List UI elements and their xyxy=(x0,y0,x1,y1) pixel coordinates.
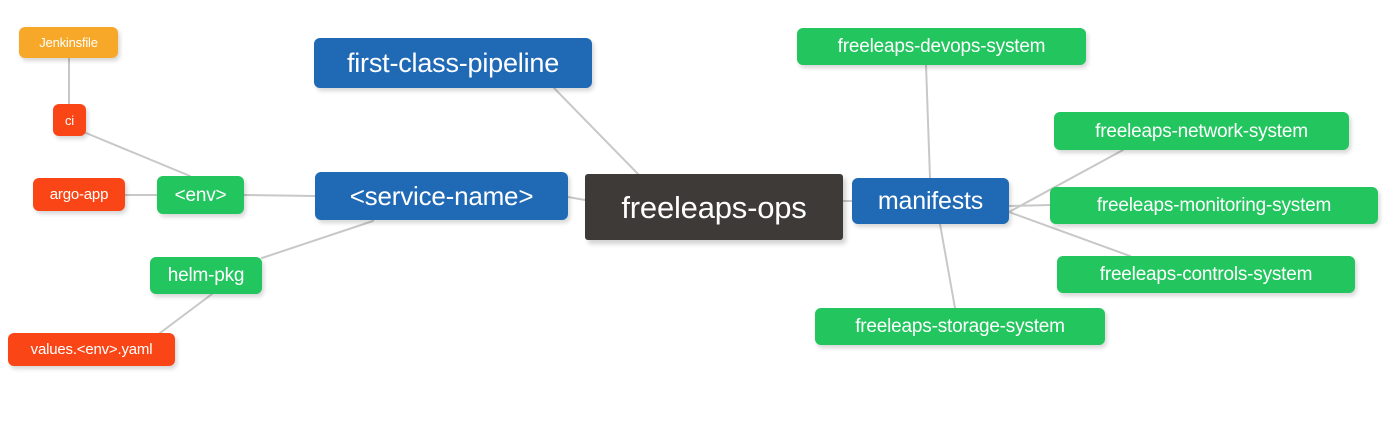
node-first-class-pipeline[interactable]: first-class-pipeline xyxy=(314,38,592,88)
edge-values-yaml-to-helm-pkg xyxy=(159,293,213,334)
node-network-system[interactable]: freeleaps-network-system xyxy=(1054,112,1349,150)
node-jenkinsfile[interactable]: Jenkinsfile xyxy=(19,27,118,58)
edge-first-class-pipeline-to-freeleaps-ops xyxy=(553,87,639,175)
edge-manifests-to-monitoring-system xyxy=(1008,204,1051,207)
edge-env-to-service-name xyxy=(243,194,316,197)
edge-manifests-to-devops-system xyxy=(925,64,931,179)
node-controls-system[interactable]: freeleaps-controls-system xyxy=(1057,256,1355,293)
edge-service-name-to-freeleaps-ops xyxy=(567,196,586,201)
edge-helm-pkg-to-service-name xyxy=(261,220,374,259)
node-storage-system[interactable]: freeleaps-storage-system xyxy=(815,308,1105,345)
node-helm-pkg[interactable]: helm-pkg xyxy=(150,257,262,294)
node-ci[interactable]: ci xyxy=(53,104,86,136)
edge-manifests-to-storage-system xyxy=(939,223,956,309)
node-monitoring-system[interactable]: freeleaps-monitoring-system xyxy=(1050,187,1378,224)
node-manifests[interactable]: manifests xyxy=(852,178,1009,224)
node-argo-app[interactable]: argo-app xyxy=(33,178,125,211)
node-env[interactable]: <env> xyxy=(157,176,244,214)
node-values-yaml[interactable]: values.<env>.yaml xyxy=(8,333,175,366)
node-freeleaps-ops[interactable]: freeleaps-ops xyxy=(585,174,843,240)
edge-ci-to-env xyxy=(85,132,191,177)
node-service-name[interactable]: <service-name> xyxy=(315,172,568,220)
node-devops-system[interactable]: freeleaps-devops-system xyxy=(797,28,1086,65)
